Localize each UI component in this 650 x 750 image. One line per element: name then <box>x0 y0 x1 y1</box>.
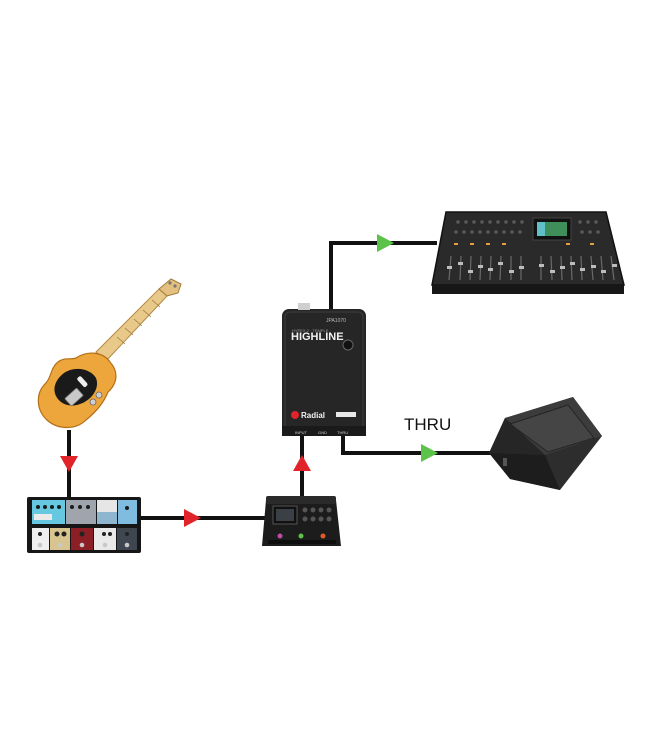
pedalboard-icon <box>27 497 141 553</box>
arrows <box>60 234 438 527</box>
monitor-speaker-icon <box>489 397 602 490</box>
di-jack-thru: THRU <box>337 430 348 435</box>
thru-label: THRU <box>404 415 451 434</box>
arrow-up-red <box>293 455 311 471</box>
di-name-text: HIGHLINE <box>291 331 344 343</box>
cable-di-thru-to-monitor <box>341 436 492 455</box>
multi-fx-icon <box>262 496 341 546</box>
di-knob <box>342 339 354 351</box>
di-model-text: JPA1070 <box>326 318 346 324</box>
di-box: JPA1070 HYPEX 2 · TEMPLE HIGHLINE Radial… <box>282 303 366 436</box>
di-brand-small-text: HYPEX 2 · TEMPLE <box>292 328 329 333</box>
guitar-icon <box>37 278 182 429</box>
radial-logo-icon <box>291 411 299 419</box>
cables <box>67 241 492 520</box>
di-jack-gnd: GND <box>318 430 327 435</box>
arrow-right-red <box>184 509 201 527</box>
arrow-right-green-monitor <box>421 444 438 462</box>
cable-di-to-mixer <box>329 241 437 310</box>
arrow-down-red <box>60 456 78 472</box>
arrow-right-green-mixer <box>377 234 394 252</box>
di-brand-text: Radial <box>301 411 325 420</box>
mixer-icon <box>431 211 625 294</box>
di-jack-input: INPUT <box>295 430 308 435</box>
